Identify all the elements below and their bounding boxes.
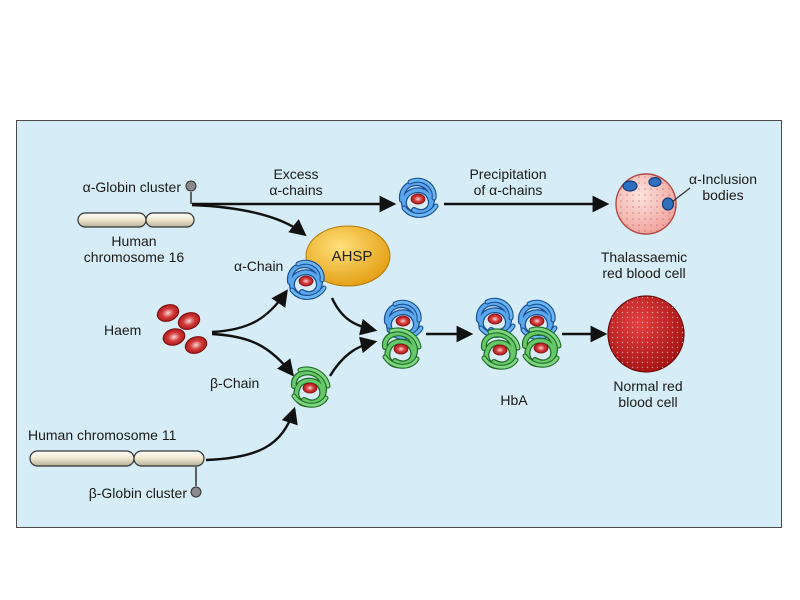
ahsp-protein (305, 225, 391, 287)
arrow-alpha-to-dimer (330, 297, 378, 336)
chromosome-11 (29, 450, 205, 467)
chromosome-16-label-line2: chromosome 16 (84, 249, 185, 265)
arrow-chr11-to-beta (205, 406, 298, 462)
arrow-beta-to-dimer (328, 336, 378, 377)
haem-group (154, 301, 210, 357)
alpha-chain-bound (290, 262, 324, 297)
excess-alpha-chain (402, 180, 436, 215)
beta-chain-label: β-Chain (210, 375, 259, 391)
chromosome-11-label: Human chromosome 11 (28, 427, 177, 443)
haem-label: Haem (104, 322, 141, 338)
hba-tetramer (479, 300, 559, 367)
inclusion-body (622, 180, 638, 192)
thalassaemic-cell-label-line1: Thalassaemic (601, 249, 687, 265)
chromosome-16-label-line1: Human (111, 233, 156, 249)
precipitation-label-line2: of α-chains (474, 182, 543, 198)
alpha-globin-cluster-marker (185, 180, 197, 204)
alpha-globin-cluster-label: α-Globin cluster (83, 179, 182, 195)
normal-cell-label-line2: blood cell (618, 394, 677, 410)
beta-globin-cluster-marker (190, 467, 202, 498)
precipitation-label-line1: Precipitation (469, 166, 546, 182)
excess-label-line1: Excess (273, 166, 318, 182)
ahsp-label: AHSP (332, 248, 373, 265)
inclusion-pointer-line (671, 187, 691, 203)
inclusion-body (648, 176, 662, 188)
arrow-haem-to-alpha (211, 289, 288, 334)
arrow-chr16-to-ahsp (191, 203, 307, 237)
beta-chain (294, 369, 328, 405)
chromosome-16 (77, 212, 195, 228)
inclusion-body (661, 197, 675, 211)
thalassaemic-cell-label-line2: red blood cell (602, 265, 685, 281)
beta-globin-cluster-label: β-Globin cluster (89, 485, 188, 501)
thalassaemic-red-blood-cell (615, 173, 677, 235)
hba-label: HbA (500, 392, 528, 408)
excess-label-line2: α-chains (269, 182, 322, 198)
inclusion-bodies-label-line2: bodies (702, 187, 743, 203)
alpha-beta-dimer (385, 302, 421, 366)
inclusion-bodies-label-line1: α-Inclusion (689, 171, 757, 187)
normal-red-blood-cell (607, 295, 685, 373)
normal-cell-label-line1: Normal red (613, 378, 682, 394)
arrow-haem-to-beta (211, 332, 295, 377)
alpha-chain-label: α-Chain (234, 258, 283, 274)
